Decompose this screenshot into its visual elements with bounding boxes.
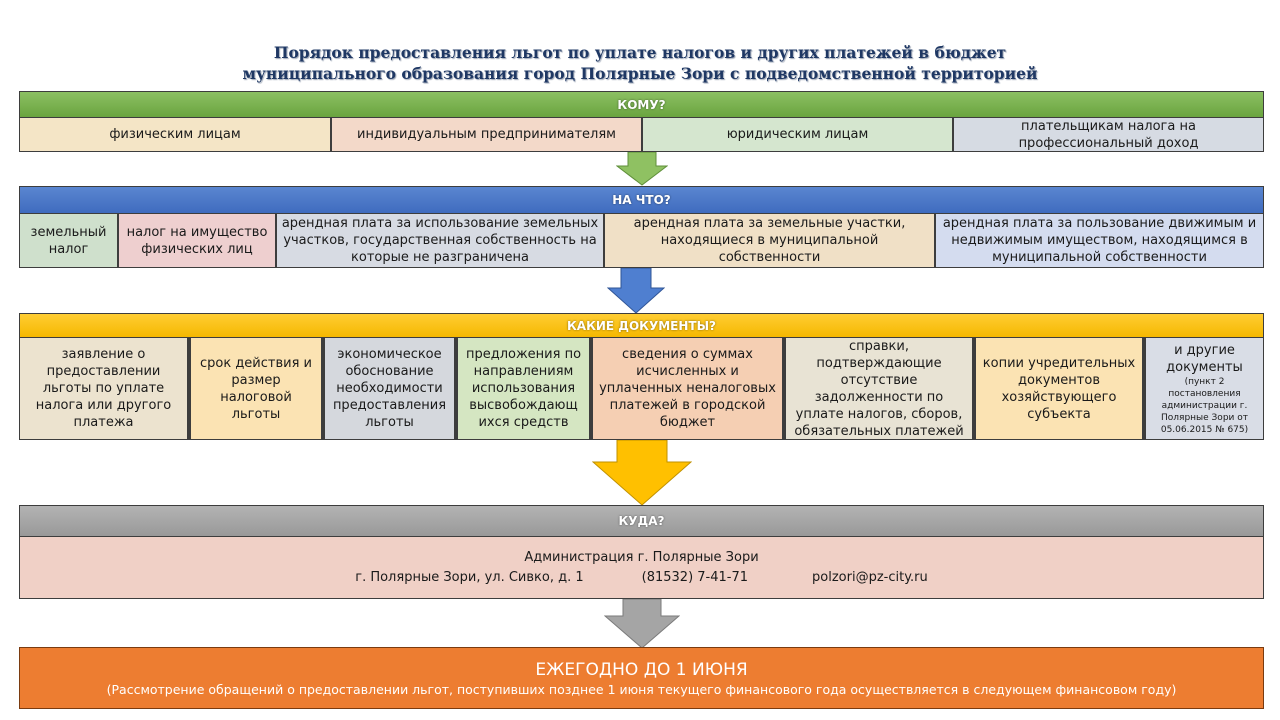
na-chto-header-bar: НА ЧТО? — [19, 186, 1264, 214]
kuda-contact-line: г. Полярные Зори, ул. Сивко, д. 1 (81532… — [355, 568, 928, 588]
komu-item-legal-entities: юридическим лицам — [643, 118, 954, 151]
doc-item-economic-justification: экономическое обоснование необходимости … — [325, 338, 458, 439]
arrow-down-icon — [616, 152, 668, 186]
arrow-down-icon — [592, 440, 692, 506]
na-chto-row: земельный налог налог на имущество физич… — [19, 214, 1264, 268]
docs-header-label: КАКИЕ ДОКУМЕНТЫ? — [566, 318, 717, 333]
na-chto-header-label: НА ЧТО? — [612, 193, 671, 207]
doc-item-proposals: предложения по направлениям использовани… — [458, 338, 593, 439]
na-chto-item-land-lease-municipal: арендная плата за земельные участки, нах… — [605, 214, 936, 267]
na-chto-item-property-lease: арендная плата за пользование движимым и… — [936, 214, 1263, 267]
kuda-email: polzori@pz-city.ru — [812, 569, 928, 585]
diagram-title: Порядок предоставления льгот по уплате н… — [0, 42, 1280, 84]
arrow-down-icon — [604, 599, 680, 649]
na-chto-item-land-tax: земельный налог — [20, 214, 119, 267]
title-line-1: Порядок предоставления льгот по уплате н… — [273, 43, 1007, 62]
docs-row: заявление о предоставлении льготы по упл… — [19, 338, 1264, 440]
doc-item-term-and-size: срок действия и размер налоговой льготы — [191, 338, 325, 439]
docs-header-bar: КАКИЕ ДОКУМЕНТЫ? — [19, 313, 1264, 338]
doc-item-other: и другие документы (пункт 2 постановлени… — [1146, 338, 1263, 439]
na-chto-item-property-tax: налог на имущество физических лиц — [119, 214, 277, 267]
doc-item-other-label: и другие документы — [1166, 342, 1243, 375]
kuda-org-name: Администрация г. Полярные Зори — [524, 549, 759, 565]
doc-item-founding-docs: копии учредительных документов хозяйству… — [976, 338, 1146, 439]
na-chto-item-land-lease-unallocated: арендная плата за использование земельны… — [277, 214, 605, 267]
doc-item-application: заявление о предоставлении льготы по упл… — [20, 338, 191, 439]
komu-item-individuals: физическим лицам — [20, 118, 332, 151]
title-line-2: муниципального образования город Полярны… — [242, 64, 1038, 83]
komu-item-entrepreneurs: индивидуальным предпринимателям — [332, 118, 643, 151]
kuda-header-label: КУДА? — [618, 514, 665, 528]
komu-item-self-employed: плательщикам налога на профессиональный … — [954, 118, 1263, 151]
komu-header-bar: КОМУ? — [19, 91, 1264, 118]
deadline-box: ЕЖЕГОДНО ДО 1 ИЮНЯ (Рассмотрение обращен… — [19, 647, 1264, 709]
doc-item-payment-info: сведения о суммах исчисленных и уплаченн… — [593, 338, 786, 439]
kuda-contact-box: Администрация г. Полярные Зори г. Полярн… — [19, 537, 1264, 599]
kuda-phone: (81532) 7-41-71 — [641, 569, 749, 585]
deadline-title: ЕЖЕГОДНО ДО 1 ИЮНЯ — [535, 659, 748, 680]
doc-item-other-note: (пункт 2 постановления администрации г. … — [1160, 376, 1249, 435]
arrow-down-icon — [607, 268, 665, 314]
deadline-note: (Рассмотрение обращений о предоставлении… — [106, 681, 1177, 697]
kuda-header-bar: КУДА? — [19, 505, 1264, 537]
doc-item-certificates: справки, подтверждающие отсутствие задол… — [786, 338, 976, 439]
komu-header-label: КОМУ? — [617, 97, 666, 112]
kuda-address: г. Полярные Зори, ул. Сивко, д. 1 — [355, 569, 584, 585]
komu-row: физическим лицам индивидуальным предприн… — [19, 118, 1264, 152]
